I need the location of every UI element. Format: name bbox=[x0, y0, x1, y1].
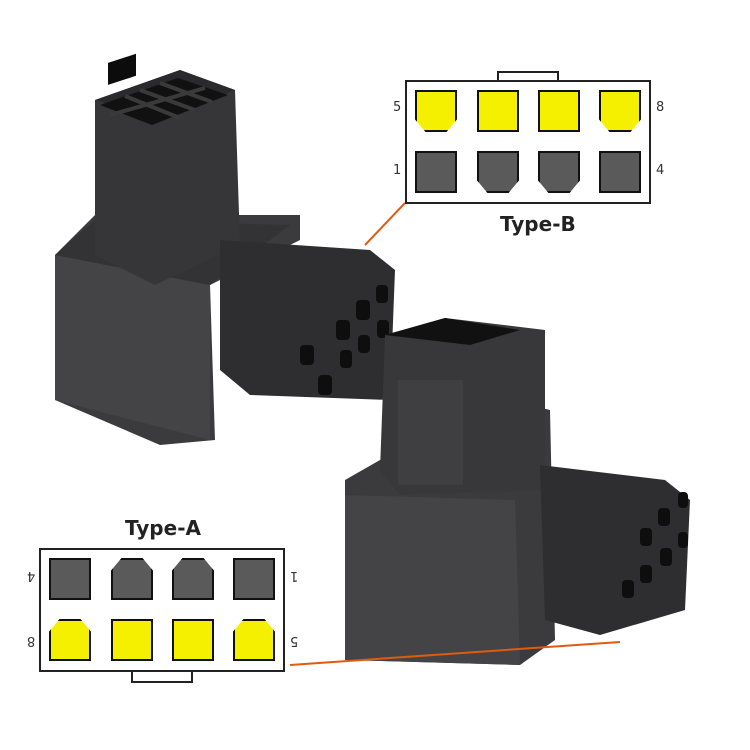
type-b-box bbox=[405, 80, 651, 204]
type-b-pin-4-label: 4 bbox=[656, 163, 665, 178]
pin-7 bbox=[538, 90, 580, 132]
type-a-pin-8-label: 8 bbox=[27, 633, 36, 648]
pin-2 bbox=[477, 151, 519, 193]
connector-b-illustration bbox=[55, 53, 395, 445]
pin-8 bbox=[599, 90, 641, 132]
pin-4 bbox=[599, 151, 641, 193]
pin-7 bbox=[111, 619, 153, 661]
type-a-pin-1-label: 1 bbox=[290, 568, 299, 583]
type-a-latch bbox=[131, 670, 193, 683]
type-a-pin-5-label: 5 bbox=[290, 633, 299, 648]
type-a-label: Type-A bbox=[125, 516, 201, 540]
pin-5 bbox=[415, 90, 457, 132]
pin-1 bbox=[233, 558, 275, 600]
type-a-pin-4-label: 4 bbox=[27, 568, 36, 583]
pin-8 bbox=[49, 619, 91, 661]
pin-6 bbox=[477, 90, 519, 132]
pin-4 bbox=[49, 558, 91, 600]
pin-1 bbox=[415, 151, 457, 193]
pin-3 bbox=[538, 151, 580, 193]
type-a-leader-line bbox=[289, 641, 621, 666]
connector-a-illustration bbox=[345, 318, 690, 665]
type-b-label: Type-B bbox=[500, 212, 576, 236]
pin-5 bbox=[233, 619, 275, 661]
pin-6 bbox=[172, 619, 214, 661]
pin-3 bbox=[111, 558, 153, 600]
type-b-pin-5-label: 5 bbox=[393, 100, 402, 115]
type-b-leader-line bbox=[364, 202, 406, 246]
type-b-pin-1-label: 1 bbox=[393, 163, 402, 178]
pin-2 bbox=[172, 558, 214, 600]
type-a-box bbox=[39, 548, 285, 672]
type-b-pin-8-label: 8 bbox=[656, 100, 665, 115]
